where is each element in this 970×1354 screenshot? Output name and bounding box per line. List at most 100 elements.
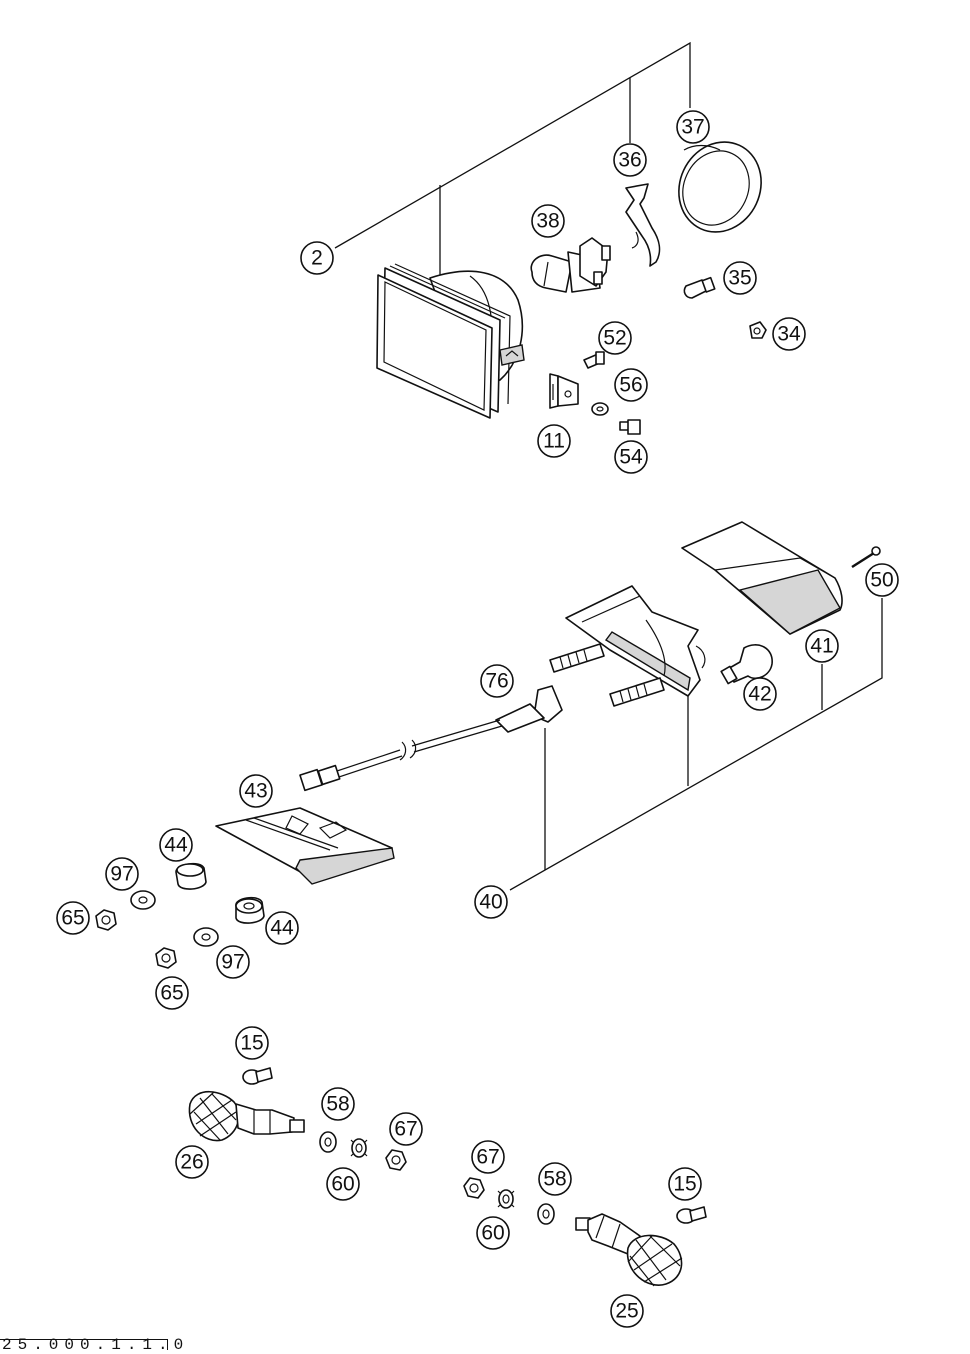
callout-label: 58 (326, 1093, 349, 1116)
lock-washer-60-right (497, 1189, 515, 1209)
callout-label: 15 (240, 1032, 263, 1055)
callout-label: 34 (777, 323, 801, 346)
callout-15-left: 15 (235, 1026, 269, 1060)
tail-light-stud-lower (609, 677, 665, 707)
indicator-26 (188, 1090, 305, 1142)
tail-light-body (565, 585, 706, 697)
callout-58-right: 58 (538, 1162, 572, 1196)
parking-light-bulb (683, 276, 716, 299)
callout-65-lower: 65 (155, 976, 189, 1010)
lock-washer-60-left (350, 1138, 368, 1158)
callout-26: 26 (175, 1145, 209, 1179)
callout-50: 50 (865, 563, 899, 597)
headlight-housing (376, 263, 525, 419)
callout-label: 97 (221, 951, 244, 974)
headlight-cover-ring (678, 141, 762, 233)
callout-label: 38 (536, 210, 559, 233)
tail-light-wiring (299, 685, 563, 792)
callout-label: 67 (476, 1146, 499, 1169)
callout-60-left: 60 (326, 1167, 360, 1201)
brake-light-bulb (720, 644, 773, 685)
callout-label: 40 (479, 891, 502, 914)
callout-label: 97 (110, 863, 133, 886)
leader-lines (334, 41, 883, 891)
callout-44-lower: 44 (265, 911, 299, 945)
callout-label: 44 (270, 917, 294, 940)
tail-light-mounting-plate (215, 807, 395, 885)
callout-label: 44 (164, 834, 188, 857)
nut-67-left (385, 1149, 407, 1171)
callout-label: 37 (681, 116, 704, 139)
callout-36: 36 (613, 143, 647, 177)
callout-44-upper: 44 (159, 828, 193, 862)
callout-label: 42 (748, 683, 771, 706)
drawing-code-box: 25.000.1.1.0 (0, 1337, 183, 1353)
nut-65-lower (155, 947, 177, 969)
bulb-retaining-clip (625, 183, 661, 267)
callout-label: 60 (481, 1222, 504, 1245)
tail-light-stud-upper (549, 643, 605, 673)
callout-40: 40 (474, 885, 508, 919)
callout-label: 50 (870, 569, 893, 592)
callout-label: 26 (180, 1151, 203, 1174)
washer-97-upper (130, 890, 156, 910)
bushing-44-upper (175, 862, 207, 890)
callout-label: 56 (619, 374, 642, 397)
tail-light-lens (681, 521, 843, 635)
washer-58-right (537, 1203, 555, 1225)
headlight-bracket (549, 373, 579, 409)
screw-50 (851, 546, 881, 569)
callout-label: 11 (543, 430, 565, 453)
callout-label: 54 (619, 446, 643, 469)
callout-52: 52 (598, 321, 632, 355)
screw-15-left (242, 1067, 273, 1085)
callout-34: 34 (772, 317, 806, 351)
callout-38: 38 (531, 204, 565, 238)
callout-56: 56 (614, 368, 648, 402)
callout-label: 15 (673, 1173, 696, 1196)
screw-52 (583, 351, 605, 369)
screw-15-right (676, 1206, 707, 1224)
callout-label: 2 (311, 247, 323, 270)
callout-97-upper: 97 (105, 857, 139, 891)
indicator-25 (575, 1213, 683, 1287)
callout-41: 41 (805, 629, 839, 663)
callout-label: 35 (728, 267, 751, 290)
callout-label: 76 (485, 670, 508, 693)
callout-label: 60 (331, 1173, 354, 1196)
callout-42: 42 (743, 677, 777, 711)
washer-56 (591, 402, 609, 416)
callout-67-right: 67 (471, 1140, 505, 1174)
callout-label: 43 (244, 780, 267, 803)
callout-11: 11 (537, 424, 571, 458)
callout-58-left: 58 (321, 1087, 355, 1121)
callout-label: 65 (160, 982, 183, 1005)
callout-label: 65 (61, 907, 84, 930)
headlight-bulb (530, 237, 611, 293)
callout-label: 58 (543, 1168, 566, 1191)
drawing-code: 25.000.1.1.0 (2, 1336, 190, 1354)
screw-54 (619, 419, 641, 435)
callout-97-lower: 97 (216, 945, 250, 979)
callout-54: 54 (614, 440, 648, 474)
callout-60-right: 60 (476, 1216, 510, 1250)
callout-label: 36 (618, 149, 641, 172)
callout-15-right: 15 (668, 1167, 702, 1201)
callout-65-upper: 65 (56, 901, 90, 935)
callout-67-left: 67 (389, 1112, 423, 1146)
callout-76: 76 (480, 664, 514, 698)
callout-25: 25 (610, 1294, 644, 1328)
callout-label: 41 (810, 635, 833, 658)
callout-label: 52 (603, 327, 626, 350)
callout-37: 37 (676, 110, 710, 144)
washer-97-lower (193, 927, 219, 947)
bushing-44-lower (235, 896, 265, 924)
bulb-socket (749, 321, 767, 339)
callout-2: 2 (300, 241, 334, 275)
callout-label: 25 (615, 1300, 638, 1323)
washer-58-left (319, 1131, 337, 1153)
nut-67-right (463, 1177, 485, 1199)
callout-label: 67 (394, 1118, 417, 1141)
callout-43: 43 (239, 774, 273, 808)
